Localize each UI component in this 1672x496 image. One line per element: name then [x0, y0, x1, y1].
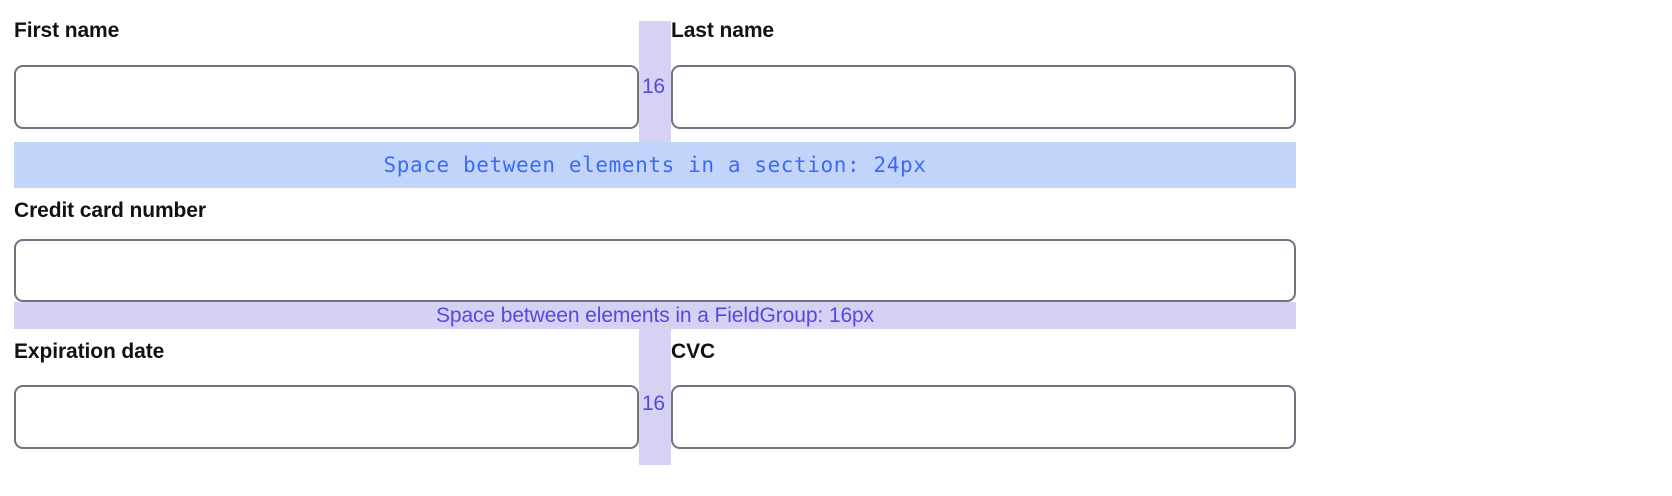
row-credit-card: Credit card number — [14, 189, 1296, 302]
input-last-name[interactable] — [671, 65, 1296, 129]
field-credit-card-number: Credit card number — [14, 189, 1296, 302]
input-expiration-date[interactable] — [14, 385, 639, 449]
gap-annotation-names: 16 — [639, 21, 671, 142]
label-first-name: First name — [14, 19, 120, 42]
input-credit-card-number[interactable] — [14, 239, 1296, 302]
gap-annotation-expcvc: 16 — [639, 329, 671, 465]
section-spacing-banner-text: Space between elements in a section: 24p… — [383, 153, 927, 177]
label-cvc: CVC — [671, 340, 716, 363]
section-spacing-banner: Space between elements in a section: 24p… — [14, 142, 1296, 188]
field-cvc: CVC — [671, 329, 1296, 496]
gap-annotation-names-label: 16 — [642, 75, 665, 98]
input-cvc[interactable] — [671, 385, 1296, 449]
field-expiration-date: Expiration date — [14, 329, 639, 496]
fieldgroup-spacing-banner: Space between elements in a FieldGroup: … — [14, 302, 1296, 329]
field-first-name: First name — [14, 0, 639, 142]
label-last-name: Last name — [671, 19, 774, 42]
field-last-name: Last name — [671, 0, 1296, 142]
gap-annotation-expcvc-label: 16 — [642, 392, 665, 415]
fieldgroup-spacing-banner-text: Space between elements in a FieldGroup: … — [435, 303, 875, 327]
label-credit-card-number: Credit card number — [14, 199, 206, 222]
row-expiry-cvc: Expiration date 16 CVC — [14, 329, 1296, 496]
row-name-fields: First name 16 Last name — [14, 0, 1296, 142]
payment-form: First name 16 Last name Credit card numb… — [14, 0, 1296, 496]
label-expiration-date: Expiration date — [14, 340, 165, 363]
input-first-name[interactable] — [14, 65, 639, 129]
